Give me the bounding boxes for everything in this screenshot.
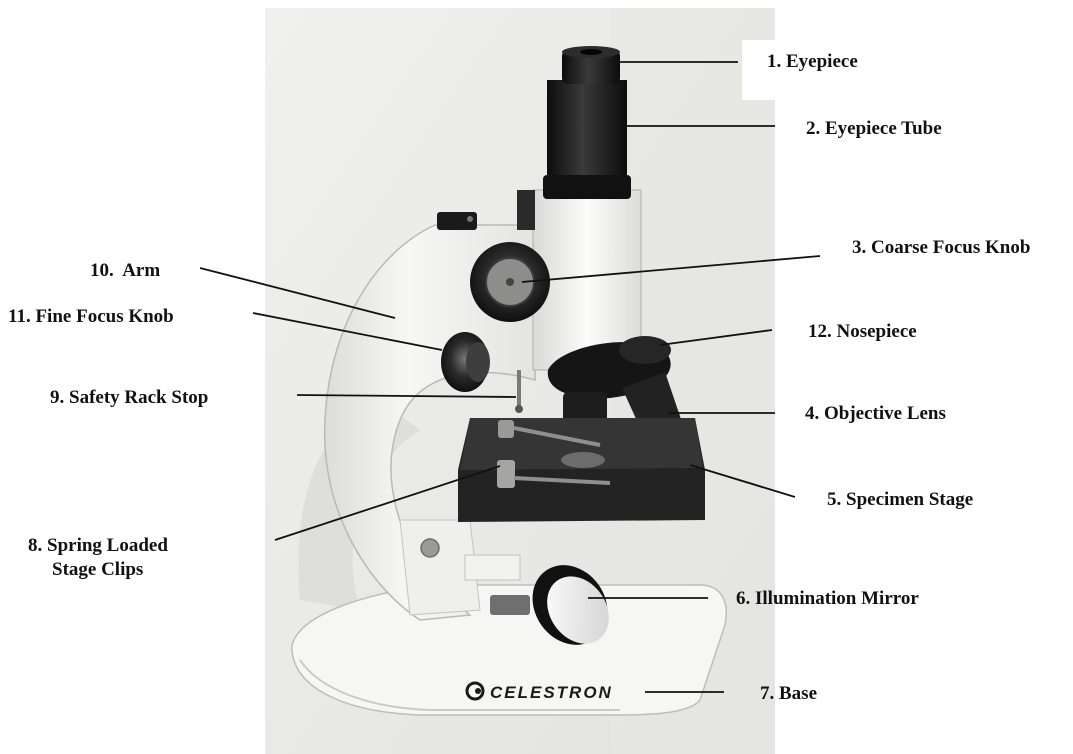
label-arm-text: 10. Arm: [90, 260, 160, 281]
label-safety-rack-stop: 9. Safety Rack Stop: [50, 386, 208, 410]
label-nosepiece: 12. Nosepiece: [808, 320, 917, 344]
label-specimen-stage: 5. Specimen Stage: [827, 488, 973, 512]
label-eyepiece-tube: 2. Eyepiece Tube: [806, 117, 942, 141]
label-arm: 10. Arm: [90, 259, 160, 283]
label-stage-clips-line2: Stage Clips: [28, 558, 168, 582]
safety-rack-stop: [517, 370, 521, 408]
safety-rack-stop-tip: [515, 405, 523, 413]
label-illumination-mirror: 6. Illumination Mirror: [736, 587, 919, 611]
nosepiece-turret: [619, 336, 671, 364]
coarse-focus-knob: [470, 242, 550, 322]
label-eyepiece: 1. Eyepiece: [767, 50, 858, 74]
label-coarse-focus-knob: 3. Coarse Focus Knob: [852, 236, 1030, 260]
eyepiece-lens-hole: [580, 49, 602, 55]
label-fine-focus-knob: 11. Fine Focus Knob: [8, 305, 174, 329]
stage-aperture: [561, 452, 605, 468]
label-base: 7. Base: [760, 682, 817, 706]
celestron-logo-text: CELESTRON: [490, 683, 613, 702]
label-stage-clips: 8. Spring Loaded Stage Clips: [28, 534, 168, 582]
tube-bracket: [517, 190, 535, 230]
label-objective-lens: 4. Objective Lens: [805, 402, 946, 426]
label-stage-clips-line1: 8. Spring Loaded: [28, 534, 168, 558]
eyepiece-tube-collar: [543, 175, 631, 199]
arm-top-screw: [467, 216, 473, 222]
pillar-screw: [421, 539, 439, 557]
